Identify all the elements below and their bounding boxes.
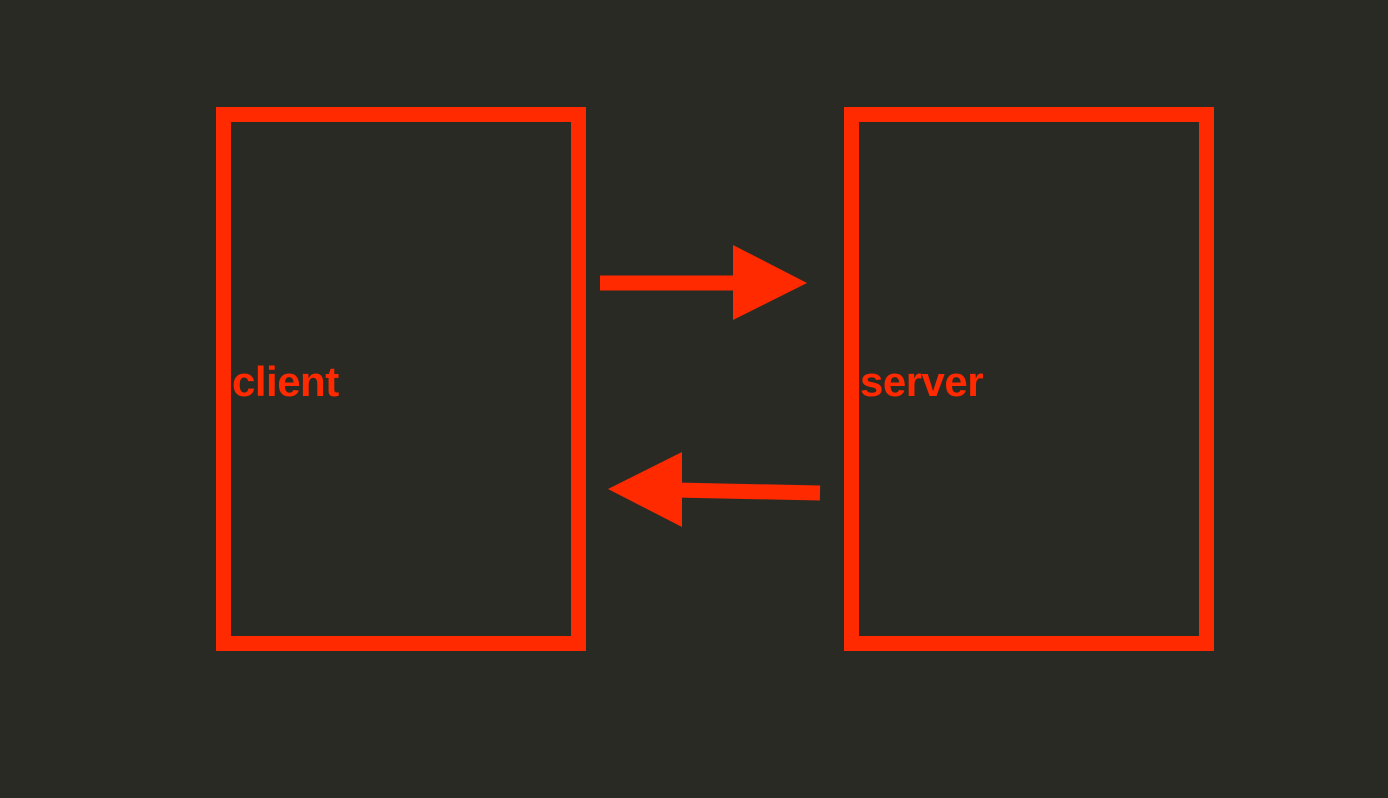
arrow-server-to-client-shaft bbox=[674, 482, 821, 501]
arrow-server-to-client bbox=[608, 452, 821, 527]
arrow-server-to-client-head bbox=[608, 452, 682, 527]
client-box bbox=[216, 107, 586, 651]
arrow-client-to-server-head bbox=[733, 245, 807, 320]
client-label: client bbox=[232, 358, 339, 405]
server-box bbox=[844, 107, 1214, 651]
server-label: server bbox=[860, 358, 984, 405]
arrow-client-to-server bbox=[600, 245, 807, 320]
